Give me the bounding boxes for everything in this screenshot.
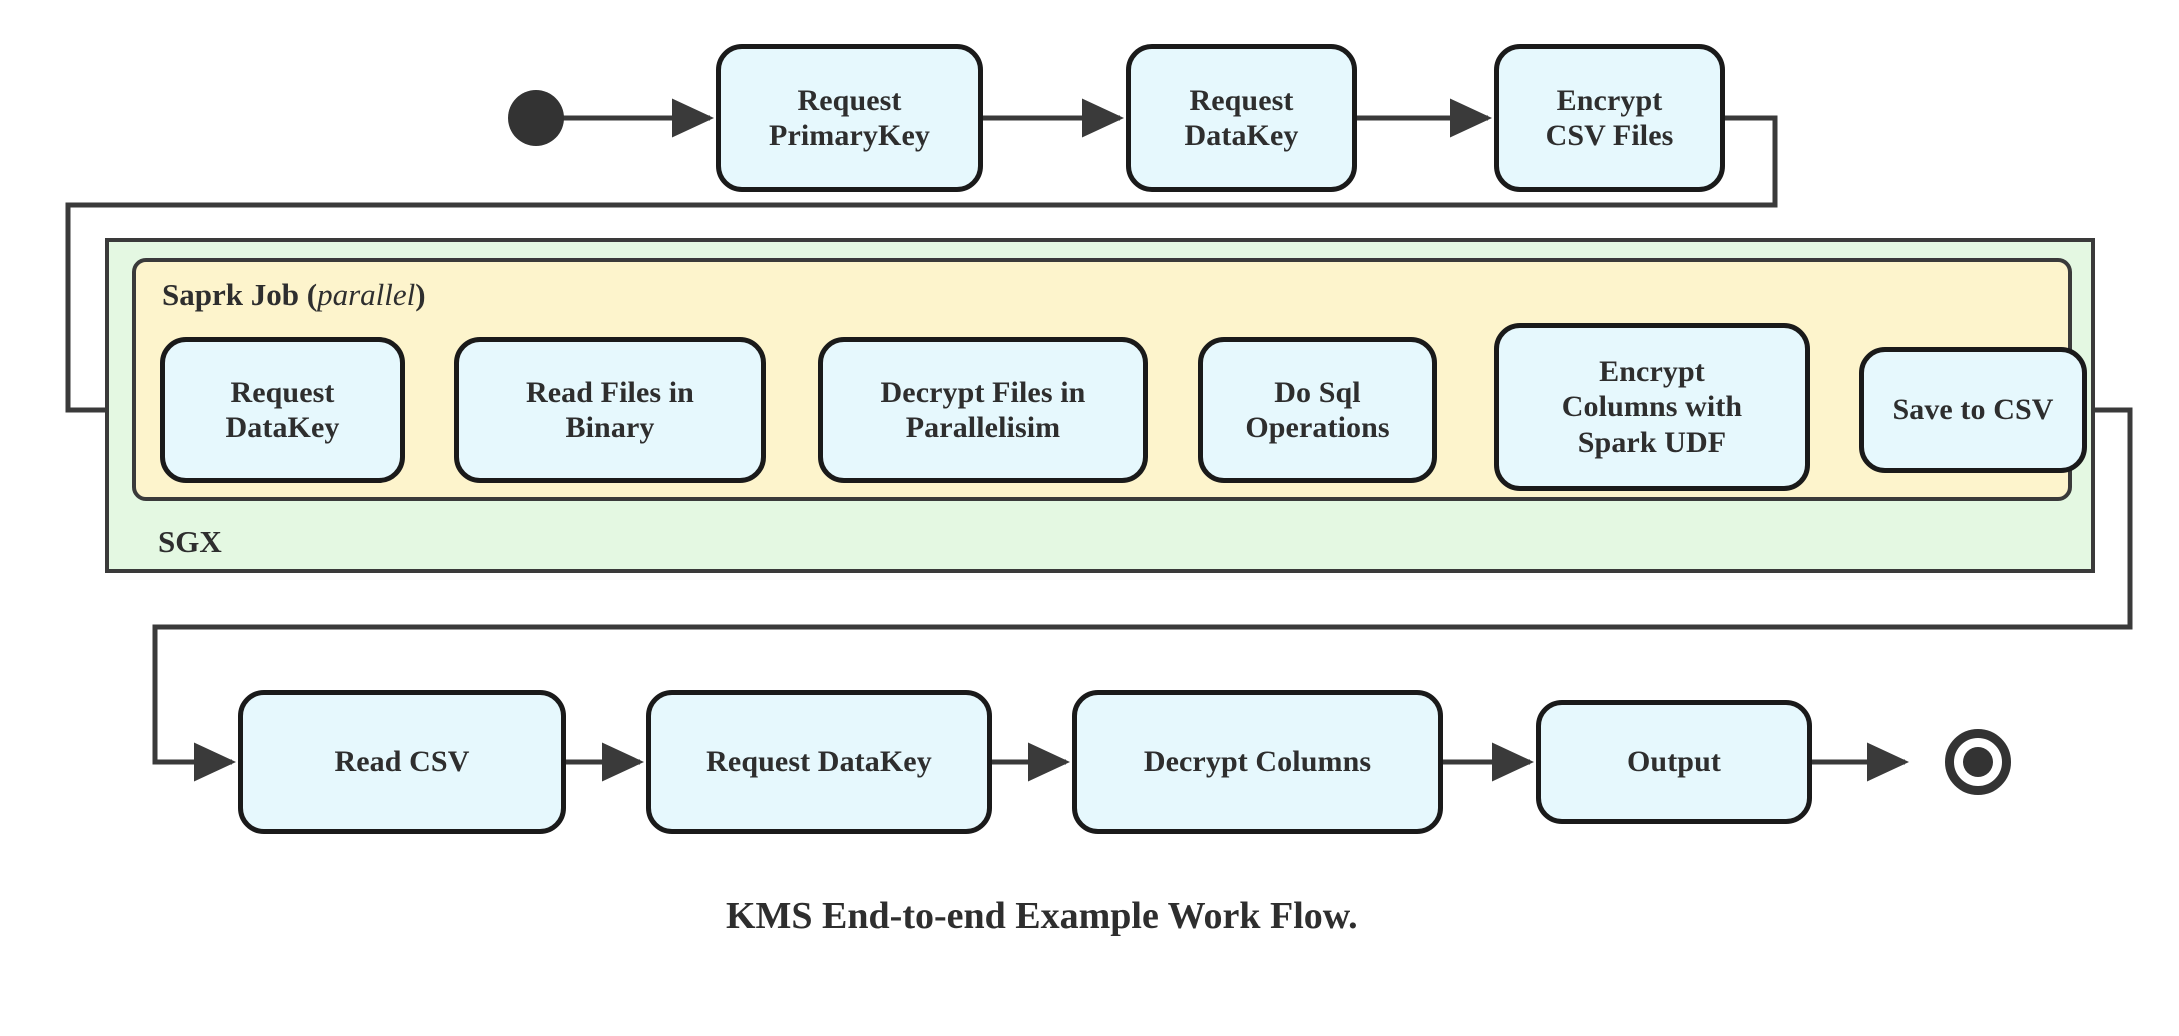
node-read-csv[interactable]: Read CSV [238, 690, 566, 834]
node-encrypt-csv-files[interactable]: Encrypt CSV Files [1494, 44, 1725, 192]
node-output[interactable]: Output [1536, 700, 1812, 824]
node-read-files-in-binary-label: Read Files in Binary [526, 375, 694, 444]
node-do-sql-operations[interactable]: Do Sql Operations [1198, 337, 1437, 483]
node-decrypt-columns[interactable]: Decrypt Columns [1072, 690, 1443, 834]
start-node [508, 90, 564, 146]
node-request-datakey-spark-label: Request DataKey [225, 375, 340, 444]
node-request-primarykey-label: Request PrimaryKey [769, 83, 930, 152]
node-encrypt-columns-with-spark-udf-label: Encrypt Columns with Spark UDF [1561, 354, 1743, 459]
node-read-files-in-binary[interactable]: Read Files in Binary [454, 337, 766, 483]
spark-job-paren-open: ( [306, 277, 318, 312]
node-read-csv-label: Read CSV [334, 745, 470, 779]
node-save-to-csv[interactable]: Save to CSV [1859, 347, 2087, 473]
container-spark-job-label: Saprk Job (parallel) [162, 277, 426, 313]
spark-job-label-italic: parallel [317, 277, 416, 312]
node-do-sql-operations-label: Do Sql Operations [1245, 375, 1390, 444]
node-request-primarykey[interactable]: Request PrimaryKey [716, 44, 983, 192]
container-sgx-label: SGX [158, 524, 222, 559]
node-decrypt-files-in-parallelisim[interactable]: Decrypt Files in Parallelisim [818, 337, 1148, 483]
node-request-datakey-top-label: Request DataKey [1184, 83, 1299, 152]
node-decrypt-files-in-parallelisim-label: Decrypt Files in Parallelisim [880, 375, 1086, 444]
node-request-datakey-bottom-label: Request DataKey [706, 745, 932, 779]
spark-job-label-bold: Saprk Job [162, 277, 299, 312]
node-encrypt-csv-files-label: Encrypt CSV Files [1545, 83, 1674, 152]
node-request-datakey-spark[interactable]: Request DataKey [160, 337, 405, 483]
node-save-to-csv-label: Save to CSV [1892, 393, 2054, 427]
node-request-datakey-top[interactable]: Request DataKey [1126, 44, 1357, 192]
node-encrypt-columns-with-spark-udf[interactable]: Encrypt Columns with Spark UDF [1494, 323, 1810, 491]
end-node [1945, 729, 2011, 795]
node-request-datakey-bottom[interactable]: Request DataKey [646, 690, 992, 834]
node-output-label: Output [1627, 745, 1721, 779]
diagram-caption: KMS End-to-end Example Work Flow. [726, 895, 1358, 937]
node-decrypt-columns-label: Decrypt Columns [1143, 745, 1372, 779]
spark-job-paren-close: ) [415, 277, 426, 312]
end-node-core [1963, 747, 1993, 777]
